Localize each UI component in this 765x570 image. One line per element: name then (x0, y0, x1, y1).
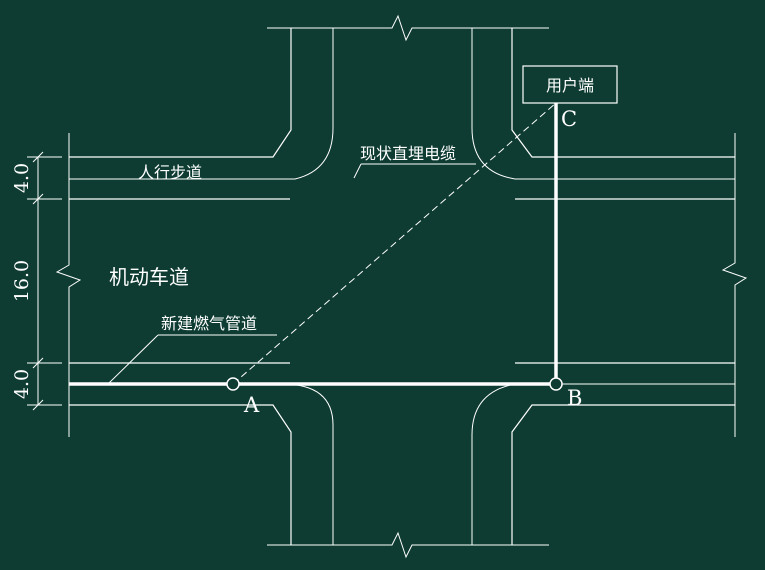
point-a-marker (226, 377, 240, 391)
user-end-label: 用户端 (546, 76, 594, 95)
right-break-line (721, 133, 748, 437)
dim-top-sidewalk: 4.0 (11, 163, 33, 193)
gas-pipe-route (69, 103, 558, 386)
point-c-label: C (561, 107, 577, 131)
carriageway-label: 机动车道 (109, 265, 189, 289)
gas-pipe-label: 新建燃气管道 (161, 314, 257, 333)
existing-cable-label: 现状直埋电缆 (360, 144, 456, 163)
dimension-lines (27, 151, 62, 411)
point-b-label: B (567, 386, 582, 410)
top-sidewalk-left-lines (69, 28, 334, 200)
bottom-sidewalk-right-lines (471, 362, 735, 545)
cable-leader-line (353, 163, 362, 179)
user-end-box (522, 65, 618, 104)
direct-route-line (232, 102, 557, 385)
point-a-label: A (243, 393, 260, 417)
dim-bottom-sidewalk: 4.0 (11, 369, 33, 399)
top-sidewalk-right-lines (471, 28, 735, 200)
top-break-line (267, 14, 549, 42)
bottom-break-line (267, 531, 549, 559)
bottom-sidewalk-left-lines (69, 362, 334, 545)
point-b-marker (549, 377, 563, 391)
left-break-line (55, 133, 82, 437)
gas-pipe-leader-line (107, 334, 159, 385)
dim-carriageway: 16.0 (11, 260, 33, 302)
sidewalk-label: 人行步道 (138, 163, 202, 182)
